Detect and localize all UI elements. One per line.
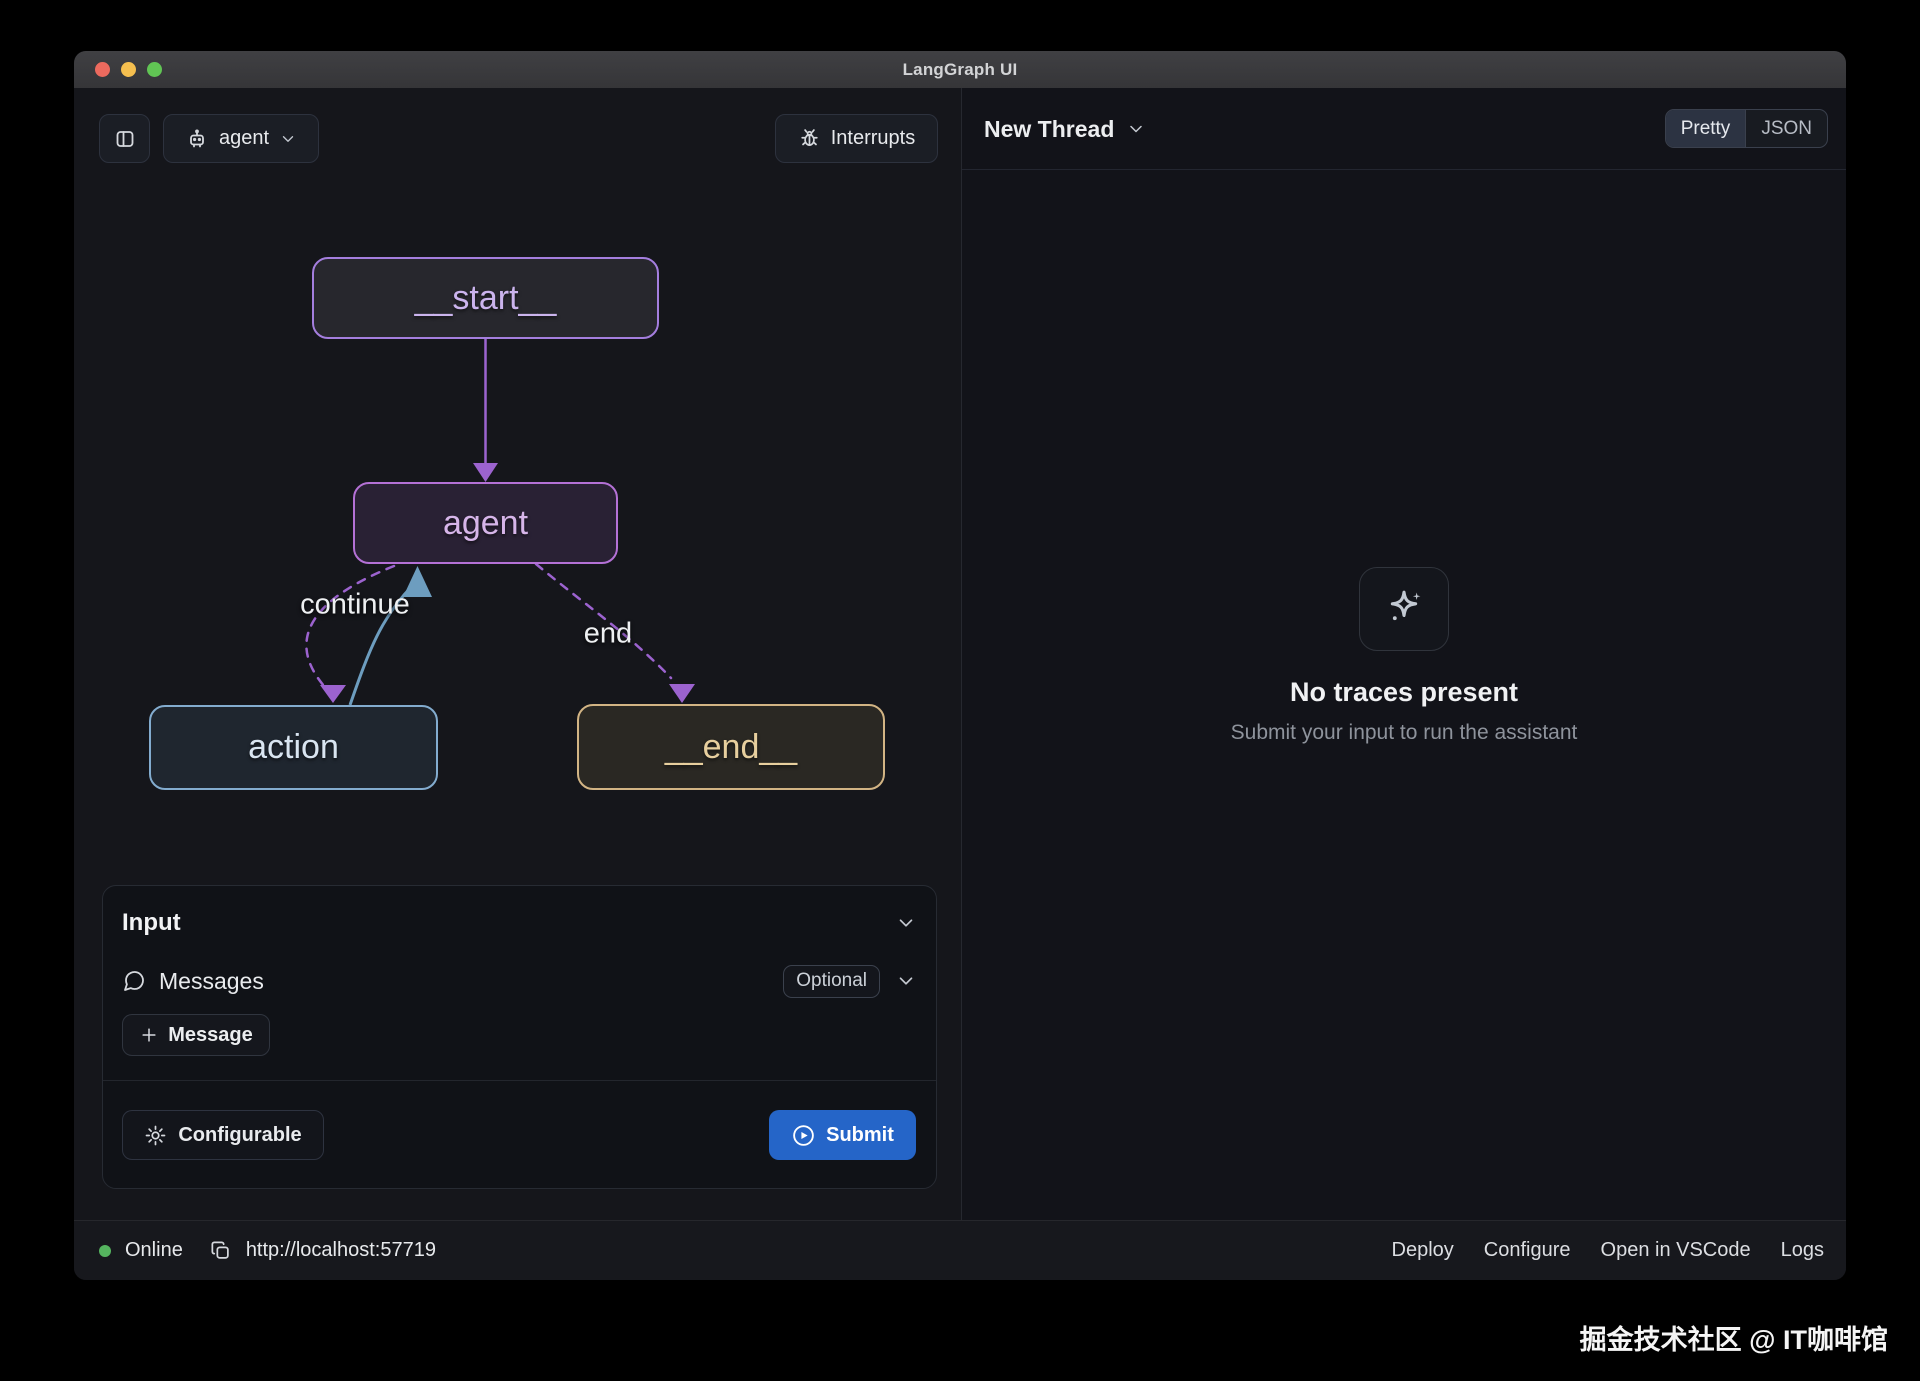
server-status: Online http://localhost:57719 [99, 1239, 436, 1262]
status-bar: Online http://localhost:57719 Deploy Con… [74, 1220, 1846, 1280]
pretty-tab[interactable]: Pretty [1665, 110, 1746, 147]
optional-badge: Optional [783, 964, 880, 998]
graph-node-start[interactable]: __start__ [312, 257, 659, 339]
online-status-dot [99, 1244, 111, 1257]
empty-state: No traces present Submit your input to r… [962, 567, 1846, 745]
logs-button[interactable]: Logs [1780, 1239, 1824, 1261]
node-action-label: action [248, 728, 339, 766]
interrupts-label: Interrupts [830, 127, 916, 149]
messages-row: Messages Optional [122, 962, 917, 1000]
configure-button[interactable]: Configure [1483, 1239, 1571, 1261]
traffic-lights [95, 51, 162, 88]
watermark: 掘金技术社区 @ IT咖啡馆 [1579, 1325, 1888, 1355]
json-tab[interactable]: JSON [1745, 110, 1827, 147]
close-window-button[interactable] [95, 62, 110, 77]
sparkles-icon-box [1359, 567, 1449, 651]
robot-icon [190, 129, 204, 147]
app-window: LangGraph UI agent [74, 51, 1846, 1280]
chevron-down-icon[interactable] [895, 912, 917, 934]
input-panel-title: Input [122, 909, 181, 936]
graph-panel: agent Interrupts [74, 88, 962, 1220]
server-url[interactable]: http://localhost:57719 [245, 1239, 436, 1261]
add-message-button[interactable]: Message [122, 1014, 270, 1056]
minimize-window-button[interactable] [121, 62, 136, 77]
input-panel-header[interactable]: Input [122, 904, 917, 942]
empty-state-subtitle: Submit your input to run the assistant [1230, 721, 1578, 744]
thread-panel: New Thread Pretty JSON No traces present… [962, 88, 1846, 1220]
bug-icon [801, 129, 818, 146]
graph-node-end[interactable]: __end__ [577, 704, 885, 790]
node-end-label: __end__ [664, 727, 798, 766]
chat-bubble-icon [124, 971, 144, 991]
plus-icon [142, 1028, 156, 1042]
maximize-window-button[interactable] [147, 62, 162, 77]
thread-title: New Thread [984, 115, 1115, 142]
input-panel-divider [103, 1080, 936, 1081]
toggle-sidebar-button[interactable] [99, 114, 150, 163]
graph-node-action[interactable]: action [149, 705, 438, 790]
chevron-down-icon [282, 135, 294, 142]
open-in-vscode-button[interactable]: Open in VSCode [1600, 1239, 1751, 1261]
configurable-label: Configurable [178, 1123, 302, 1146]
submit-button[interactable]: Submit [769, 1110, 916, 1160]
window-title: LangGraph UI [902, 59, 1018, 79]
empty-state-title: No traces present [1289, 677, 1519, 707]
view-mode-toggle: Pretty JSON [1664, 109, 1828, 148]
input-panel: Input Messages Optional [102, 885, 937, 1189]
titlebar: LangGraph UI [74, 51, 1846, 89]
panel-icon [116, 130, 133, 147]
messages-label: Messages [159, 967, 264, 994]
node-start-label: __start__ [414, 278, 557, 317]
edge-label-end: end [583, 617, 633, 650]
agent-dropdown-label: agent [218, 127, 270, 149]
online-status-label: Online [125, 1239, 183, 1261]
graph-node-agent[interactable]: agent [353, 482, 618, 564]
chevron-down-icon[interactable] [895, 970, 917, 992]
edge-label-continue: continue [300, 588, 410, 621]
gear-icon [145, 1125, 166, 1145]
deploy-button[interactable]: Deploy [1391, 1239, 1454, 1261]
thread-header: New Thread Pretty JSON [962, 88, 1846, 170]
submit-label: Submit [826, 1123, 894, 1146]
node-agent-label: agent [442, 503, 529, 542]
configurable-button[interactable]: Configurable [122, 1110, 324, 1160]
add-message-label: Message [168, 1023, 253, 1046]
copy-icon[interactable] [209, 1239, 232, 1262]
chevron-down-icon [1130, 125, 1143, 133]
thread-selector[interactable]: New Thread [984, 105, 1146, 153]
interrupts-button[interactable]: Interrupts [775, 114, 938, 163]
play-circle-icon [793, 1124, 814, 1146]
sparkles-icon [1390, 590, 1421, 621]
agent-select-dropdown[interactable]: agent [163, 114, 319, 163]
status-bar-links: Deploy Configure Open in VSCode Logs [1392, 1239, 1824, 1262]
